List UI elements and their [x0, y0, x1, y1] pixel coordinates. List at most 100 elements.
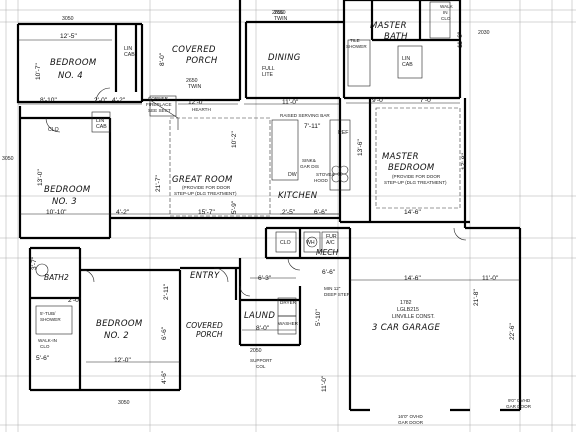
hearth-label: HEARTH: [192, 107, 211, 112]
dim-mbr-h: 17'-8": [461, 153, 468, 170]
dim-gar-w2: 11'-0": [482, 275, 499, 282]
lin-cab-bath-2: CAB: [402, 62, 413, 68]
dim-gar-v3: 5'-10": [315, 309, 322, 326]
room-bedroom4-line1: BEDROOM: [50, 58, 97, 68]
gar-door-right-1: 9'0" OVHD: [508, 398, 531, 403]
dw-label: DW: [288, 172, 297, 178]
twin-porch-1: 2650: [186, 78, 198, 84]
dim-b2-v: 2'-11": [163, 283, 170, 300]
dim-gar-v1: 21'-8": [473, 289, 480, 306]
dim-tiny-2-0: 2'-0": [68, 297, 82, 304]
fur-ac-2: A/C: [326, 240, 335, 246]
lin-cab-left-2: CAB: [96, 124, 107, 130]
dim-mb-a: 9'-0": [372, 97, 386, 104]
room-dining: DINING: [268, 53, 301, 63]
twin-porch-2: TWIN: [188, 84, 202, 90]
room-master-bedroom-line2: BEDROOM: [388, 163, 435, 173]
support-col-2: COL: [256, 364, 266, 369]
tile-shower-2: SHOWER: [346, 44, 367, 49]
corner-fireplace-3: SEE SECT: [148, 108, 171, 113]
full-lite-1: FULL: [262, 66, 275, 72]
dim-b4-c: 4'-2": [112, 97, 126, 104]
lin-cab-top-1: LIN: [124, 46, 132, 52]
sink-dis-1: SINK&: [302, 158, 316, 163]
full-lite-2: LITE: [262, 72, 273, 78]
ref-label: REF: [338, 130, 348, 136]
annotations: 2650 TWIN 2650 TWIN FULL LITE RAISED SER…: [38, 4, 532, 425]
garage-note-1: 1782: [400, 300, 412, 306]
room-labels: BEDROOM NO. 4 COVERED PORCH DINING MASTE…: [44, 21, 447, 341]
lin-cab-left-1: LIN: [96, 118, 104, 124]
garage-note-2: LGLB215: [397, 307, 419, 313]
dim-left-3050: 3050: [2, 156, 14, 162]
dim-kit-b: 13'-6": [357, 139, 364, 156]
dim-b3-b: 4'-2": [116, 209, 130, 216]
dim-b4-low: 8'-10": [40, 97, 57, 104]
dim-dining-w: 11'-0": [282, 99, 299, 106]
dim-b4-h: 10'-7": [35, 63, 42, 80]
room-master-bedroom-line1: MASTER: [382, 152, 419, 162]
tub-shower-1: 5'-TUB/: [40, 311, 56, 316]
gar-door-right-2: GAR DOOR: [506, 404, 532, 409]
dim-gr-w: 15'-7": [198, 209, 215, 216]
room-porch-bottom-line2: PORCH: [196, 330, 223, 339]
dim-mbr-w: 14'-6": [404, 209, 421, 216]
dim-top-2650: 2650: [274, 10, 286, 16]
washer-label: WASHER: [278, 321, 299, 326]
dim-gar-w1: 14'-6": [404, 275, 421, 282]
room-bedroom3-line2: NO. 3: [52, 197, 77, 207]
dim-b4-b: 2'-0": [94, 97, 108, 104]
dim-entry-w: 6'-3": [258, 275, 272, 282]
room-bedroom3-line1: BEDROOM: [44, 185, 91, 195]
clo-mid: CLO: [280, 240, 291, 246]
dim-b3-w: 10'-10": [46, 209, 67, 216]
dim-gar-h: 22'-6": [509, 323, 516, 340]
dim-gar-v2: 11'-0": [321, 375, 328, 392]
room-garage: 3 CAR GARAGE: [372, 323, 440, 333]
room-bedroom4-line2: NO. 4: [58, 71, 83, 81]
room-kitchen: KITCHEN: [278, 191, 318, 201]
room-laund: LAUND: [244, 311, 275, 321]
stove-hood-1: STOVE&: [316, 172, 335, 177]
twin-top-1: 2650: [272, 10, 284, 16]
dim-mb-b: 7'-0": [420, 97, 434, 104]
room-master-bath-line2: BATH: [384, 32, 408, 42]
dim-bot-3050: 3050: [118, 400, 130, 406]
raised-serving-bar: RAISED SERVING BAR: [280, 113, 330, 118]
walk-in-clo-1: WALK: [440, 4, 454, 9]
dim-bath-h: 3'-7": [31, 256, 38, 270]
room-great-room: GREAT ROOM: [172, 175, 233, 185]
dim-v-5-9: 5'-9": [231, 200, 238, 214]
dim-porch-h: 8'-0": [159, 52, 166, 66]
clo-left: CLO: [48, 127, 59, 133]
room-master-bath-line1: MASTER: [370, 21, 407, 31]
dim-bot-2050: 2050: [250, 348, 262, 354]
garage-note-3: LINVILLE CONST.: [392, 314, 435, 320]
dim-kit-a: 7'-11": [304, 123, 321, 130]
room-porch-top-line2: PORCH: [186, 56, 218, 66]
walls: [16, 0, 522, 412]
walk-in-clo-b2-1: WALK-IN: [38, 338, 57, 343]
room-porch-bottom-line1: COVERED: [186, 321, 223, 330]
lin-cab-bath-1: LIN: [402, 56, 410, 62]
walk-in-clo-2: IN: [443, 10, 448, 15]
dimensions: 3050 2650 2030 3050 3050 2050 12'-5" 10'…: [2, 10, 516, 406]
wh-label: WH: [306, 240, 315, 246]
dim-mb-bath-h: 11'-0": [457, 31, 464, 48]
fur-ac-1: FUR: [326, 234, 337, 240]
dim-right-2030: 2030: [478, 30, 490, 36]
master-bedroom-note-1: (PROVIDE FOR DOOR: [392, 174, 441, 179]
dim-kit-c: 2'-5": [282, 209, 296, 216]
stove-hood-2: HOOD: [314, 178, 328, 183]
tile-shower-1: TILE: [350, 38, 360, 43]
master-bedroom-note-2: STEP-UP (DLG TREATMENT): [384, 180, 447, 185]
support-col-1: SUPPORT: [250, 358, 272, 363]
room-porch-top-line1: COVERED: [172, 45, 216, 55]
room-mech: MECH: [316, 248, 338, 257]
dim-b2-w: 12'-0": [114, 357, 131, 364]
great-room-note-2: STEP-UP (DLG TREATMENT): [174, 191, 237, 196]
lin-cab-top-2: CAB: [124, 52, 135, 58]
twin-top-2: TWIN: [274, 16, 288, 22]
walk-in-clo-b2-2: CLO: [40, 344, 50, 349]
room-entry: ENTRY: [190, 271, 220, 281]
